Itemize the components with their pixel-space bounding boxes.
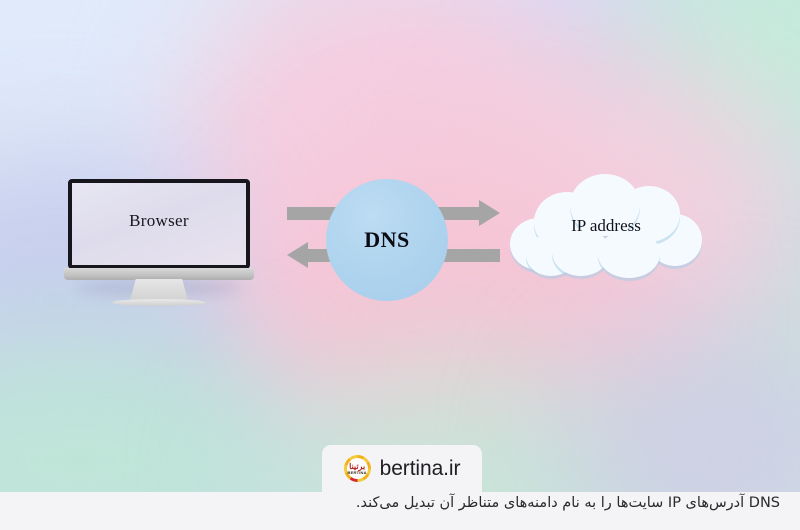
browser-node-label: Browser bbox=[129, 211, 189, 230]
monitor-stand-neck bbox=[130, 279, 188, 301]
cloud-puff bbox=[570, 174, 640, 236]
bertina-logo-icon: برتینا BERTINA bbox=[343, 455, 371, 482]
browser-node: Browser bbox=[64, 179, 254, 306]
dns-node: DNS bbox=[326, 179, 448, 301]
logo-wordmark: BERTINA bbox=[347, 469, 367, 475]
footer-strip bbox=[0, 492, 800, 530]
monitor-stand-foot bbox=[112, 299, 206, 306]
logo-mark: برتینا BERTINA bbox=[347, 458, 368, 479]
monitor-icon: Browser bbox=[68, 179, 250, 269]
arrow-top-head bbox=[479, 200, 500, 226]
cloud-puff bbox=[598, 230, 660, 278]
monitor-base-bar bbox=[64, 268, 254, 280]
brand-name: bertina.ir bbox=[379, 456, 461, 480]
caption-text: DNS آدرس‌های IP سایت‌ها را به نام دامنه‌… bbox=[355, 495, 780, 511]
logo-inner-disc bbox=[346, 458, 368, 479]
brand-badge[interactable]: برتینا BERTINA bertina.ir bbox=[322, 445, 482, 492]
ip-address-node: IP address bbox=[508, 172, 704, 284]
logo-glyph: برتینا bbox=[349, 461, 366, 471]
dns-node-label: DNS bbox=[364, 227, 410, 252]
ip-address-node-label: IP address bbox=[571, 216, 641, 235]
arrow-bottom-head bbox=[287, 242, 308, 268]
